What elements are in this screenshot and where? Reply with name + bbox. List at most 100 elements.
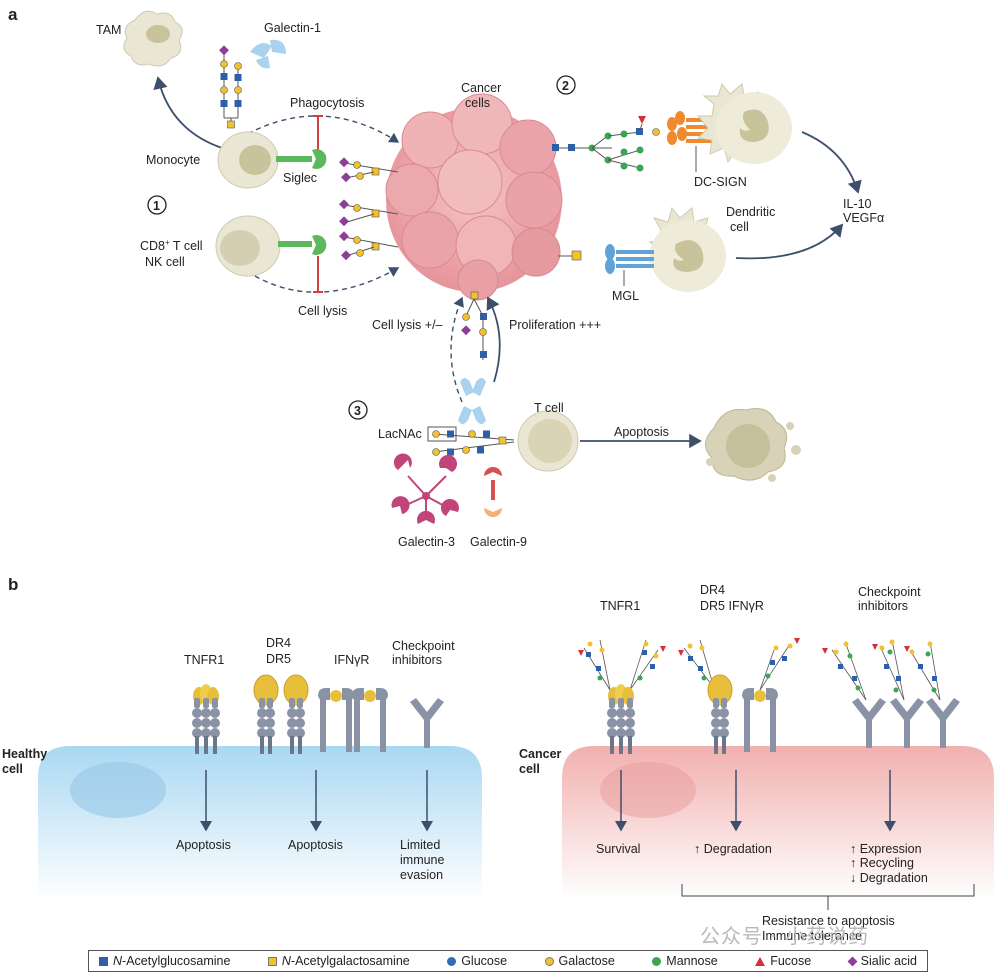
monocyte-label: Monocyte	[146, 153, 200, 167]
circle-icon	[652, 956, 662, 966]
cd8-nk-cell	[215, 215, 281, 277]
c-out2: ↑ Degradation	[694, 842, 772, 856]
healthy-label-2: cell	[2, 762, 23, 776]
cell-lysis-arrow	[254, 267, 400, 293]
h-out3-3: evasion	[400, 868, 443, 882]
c-ckpt-label-2: inhibitors	[858, 599, 908, 613]
h-ckpt-label-1: Checkpoint	[392, 639, 455, 653]
legend-item-sialic: Sialic acid	[847, 954, 917, 968]
resistance-label-2: Immune tolerance	[762, 929, 862, 943]
cell-lysis-label: Cell lysis	[298, 304, 347, 318]
c-out3-3: ↓ Degradation	[850, 871, 928, 885]
c-dr5-ifngr-label: DR5 IFNγR	[700, 599, 764, 613]
mgl-receptor	[558, 244, 654, 274]
apoptotic-cell	[705, 408, 801, 482]
galectin3-label: Galectin-3	[398, 535, 455, 549]
healthy-tnfr1	[192, 684, 220, 754]
galectin1-label: Galectin-1	[264, 21, 321, 35]
siglec-receptor-2	[278, 234, 327, 255]
c-dr4-label: DR4	[700, 583, 725, 597]
healthy-checkpoint	[410, 698, 444, 748]
cd8-label: CD8+ T cell	[140, 238, 203, 253]
cancer-label-2: cell	[519, 762, 540, 776]
siglec-receptor	[276, 149, 327, 169]
mgl-label: MGL	[612, 289, 639, 303]
healthy-label-1: Healthy	[2, 747, 47, 761]
legend-item-mannose: Mannose	[652, 954, 718, 968]
cancer-label-1: Cancer	[519, 747, 562, 761]
cancer-right-glycan	[552, 116, 660, 172]
monocyte-cell	[217, 131, 279, 189]
c-ckpt-label-1: Checkpoint	[858, 585, 921, 599]
galectin1-protein	[250, 39, 286, 69]
monocyte-to-tam-arrow	[153, 76, 223, 149]
cancer-bottom-glycan	[461, 291, 487, 360]
il10-label: IL-10	[843, 197, 872, 211]
dendritic-label-2: cell	[730, 220, 749, 234]
galectin9-label: Galectin-9	[470, 535, 527, 549]
galectin3-protein	[391, 453, 459, 524]
h-tnfr1-label: TNFR1	[184, 653, 224, 667]
c-tnfr1-label: TNFR1	[600, 599, 640, 613]
h-dr5-label: DR5	[266, 652, 291, 666]
cell-lysis-pm-label: Cell lysis +/–	[372, 318, 443, 332]
cancer-checkpoints	[822, 639, 960, 748]
step-3-marker: 3	[354, 404, 361, 418]
phagocytosis-label: Phagocytosis	[290, 96, 364, 110]
lacnac-chains	[427, 426, 515, 456]
dendritic-label-1: Dendritic	[726, 205, 775, 219]
cancer-left-glycans	[339, 157, 399, 261]
h-dr4-label: DR4	[266, 636, 291, 650]
legend-item-galactose: Galactose	[544, 954, 615, 968]
proliferation-arrow	[486, 296, 501, 383]
c-out3-1: ↑ Expression	[850, 842, 922, 856]
h-ifngr-label: IFNγR	[334, 653, 369, 667]
dc2-to-cytokine-arrow	[735, 223, 844, 260]
healthy-dr4	[253, 674, 279, 754]
cancer-tnfr1	[578, 639, 666, 754]
panel-b-label: b	[8, 575, 18, 594]
siglec-label: Siglec	[283, 171, 317, 185]
dendritic-cell-2	[648, 206, 726, 292]
nk-cell-label: NK cell	[145, 255, 185, 269]
resistance-bracket	[681, 884, 975, 910]
h-ckpt-label-2: inhibitors	[392, 653, 442, 667]
cell-lysis-pm-arrow	[450, 296, 464, 403]
galectin1-middle	[458, 378, 486, 424]
circle-icon	[447, 956, 457, 966]
h-out3-2: immune	[400, 853, 445, 867]
legend-item-fucose: Fucose	[755, 954, 811, 968]
tam-cell	[123, 10, 183, 67]
legend-item-glcnac: N-Acetylglucosamine	[99, 954, 230, 968]
resistance-label-1: Resistance to apoptosis	[762, 914, 895, 928]
step-2-marker: 2	[562, 79, 569, 93]
watermark: 公众号 · 小药说药	[700, 924, 870, 948]
lacnac-label: LacNAc	[378, 427, 422, 441]
cancer-dr-ifngr	[678, 638, 800, 754]
step-1-marker: 1	[153, 199, 160, 213]
dendritic-cell-1	[696, 82, 792, 164]
c-out1: Survival	[596, 842, 640, 856]
cancer-nucleus	[600, 762, 696, 818]
h-out3-1: Limited	[400, 838, 440, 852]
healthy-nucleus	[70, 762, 166, 818]
triangle-icon	[755, 956, 766, 966]
proliferation-label: Proliferation +++	[509, 318, 601, 332]
cancer-cells-label-2: cells	[465, 96, 490, 110]
monocyte-glycan-chain	[219, 45, 242, 129]
diamond-icon	[847, 956, 858, 966]
t-cell	[517, 410, 579, 472]
galectin9-protein	[484, 467, 502, 517]
dc-sign-receptor	[667, 111, 716, 145]
healthy-ifngr	[318, 688, 388, 752]
dc1-to-cytokine-arrow	[801, 131, 862, 194]
square-icon	[99, 956, 108, 966]
c-out3-2: ↑ Recycling	[850, 856, 914, 870]
panel-a-label: a	[8, 5, 18, 24]
legend-item-galnac: N-Acetylgalactosamine	[267, 954, 410, 968]
legend: N-Acetylglucosamine N-Acetylgalactosamin…	[88, 950, 928, 972]
apoptosis-label: Apoptosis	[614, 425, 669, 439]
square-icon	[267, 956, 277, 966]
cancer-cell-cluster	[385, 93, 563, 301]
